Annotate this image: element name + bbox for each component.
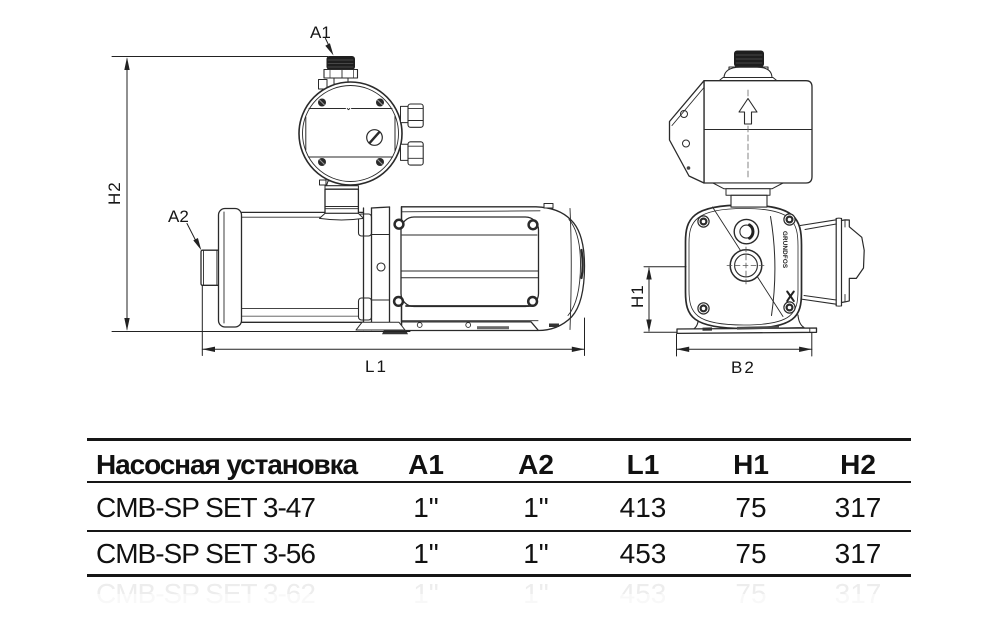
svg-text:H1: H1 [628, 284, 647, 308]
svg-text:A1: A1 [310, 23, 331, 42]
svg-text:GRUNDFOS: GRUNDFOS [781, 231, 788, 268]
svg-text:B2: B2 [731, 358, 756, 377]
svg-text:H2: H2 [105, 181, 124, 205]
svg-text:L1: L1 [365, 357, 388, 376]
svg-text:A2: A2 [168, 207, 189, 226]
